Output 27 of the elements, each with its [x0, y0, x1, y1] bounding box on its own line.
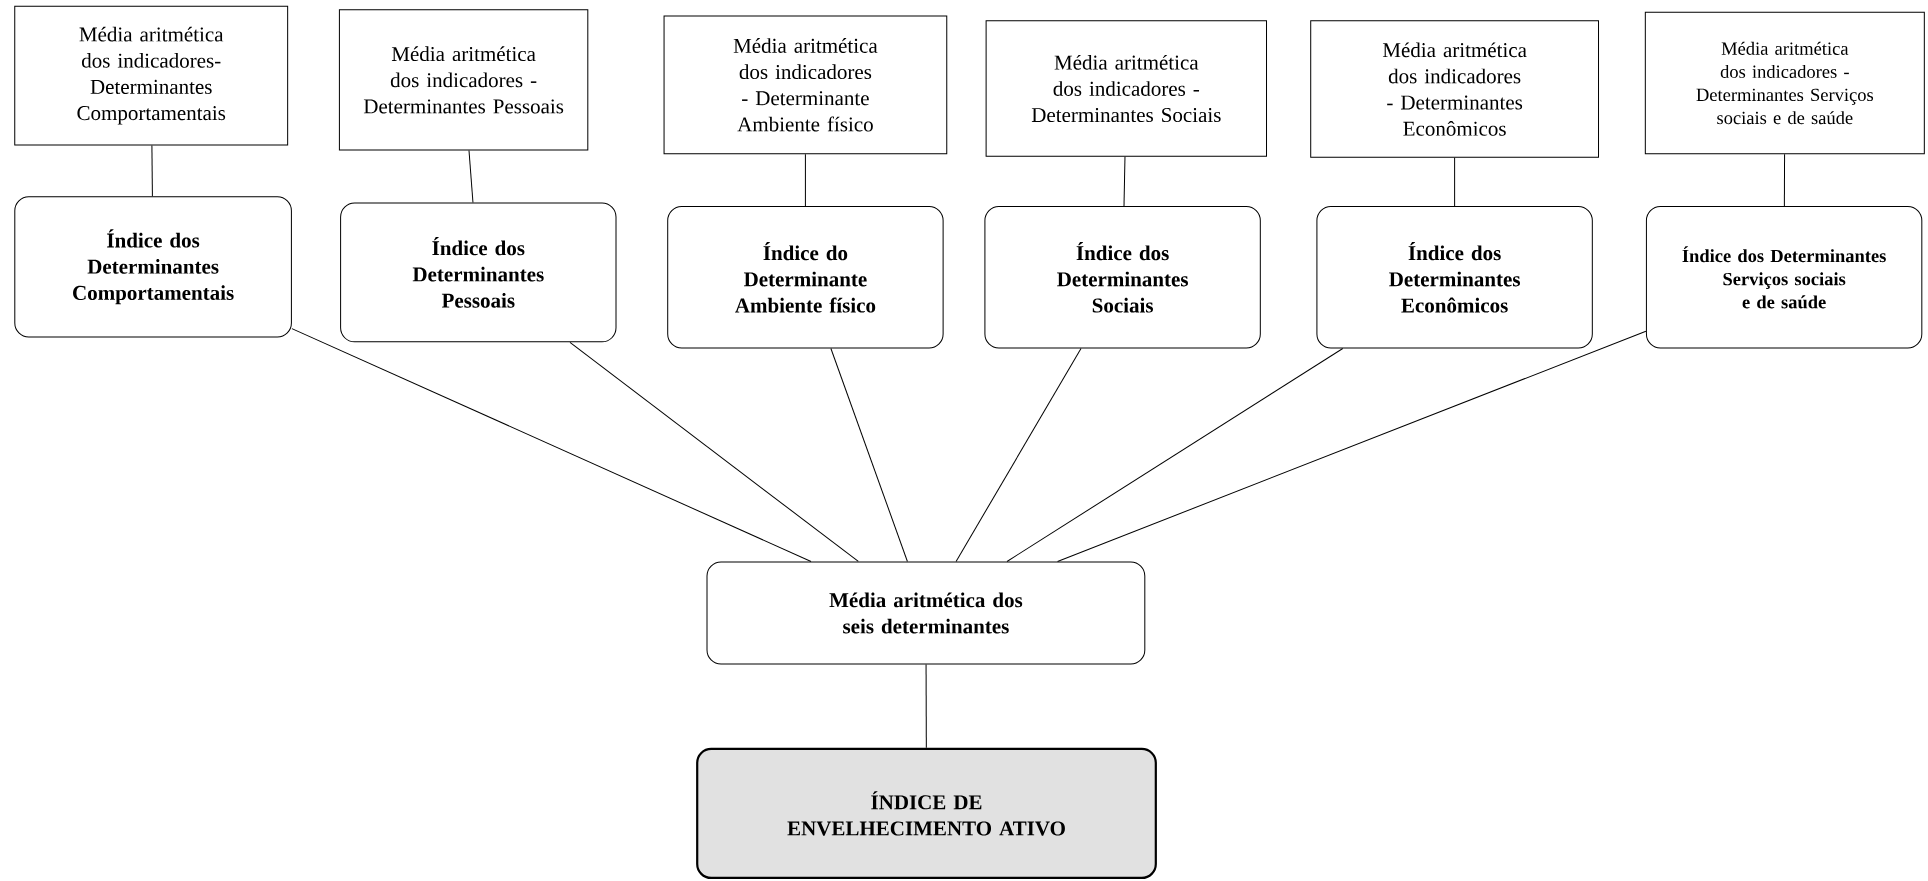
- index-box: Índice dos Determinantes Pessoais: [340, 202, 617, 343]
- connector-line: [925, 664, 927, 749]
- index-box: Índice dos Determinantes Econômicos: [1316, 206, 1593, 349]
- connector-line: [955, 348, 1082, 562]
- connector-line: [804, 153, 806, 207]
- index-box: Média aritmética dos seis determinantes: [706, 561, 1146, 665]
- indicator-box: Média aritmética dos indicadores - Determinantes Sociais: [985, 20, 1267, 157]
- indicator-box: Média aritmética dos indicadores - Determinantes Econômicos: [1310, 20, 1599, 158]
- connector-line: [151, 145, 153, 197]
- connector-line: [291, 328, 812, 562]
- connector-line: [468, 150, 474, 203]
- indicator-box: Média aritmética dos indicadores - Determinante Ambiente físico: [663, 15, 948, 155]
- index-box: Índice dos Determinantes Serviços sociais e de saúde: [1645, 206, 1923, 349]
- indicator-box: Média aritmética dos indicadores- Determinantes Comportamentais: [14, 5, 289, 146]
- connector-line: [1006, 348, 1344, 562]
- connector-line: [1783, 153, 1786, 207]
- connector-line: [1454, 157, 1456, 207]
- connector-line: [569, 341, 859, 562]
- index-box: Índice dos Determinantes Comportamentais: [14, 196, 292, 338]
- result-box: ÍNDICE DE ENVELHECIMENTO ATIVO: [696, 747, 1157, 880]
- connector-line: [1057, 330, 1647, 562]
- index-box: Índice dos Determinantes Sociais: [984, 206, 1261, 349]
- connector-line: [1123, 156, 1126, 207]
- indicator-box: Média aritmética dos indicadores - Determinantes Serviços sociais e de saúde: [1644, 11, 1925, 155]
- indicator-box: Média aritmética dos indicadores - Determinantes Pessoais: [338, 9, 589, 151]
- index-box: Índice do Determinante Ambiente físico: [667, 206, 944, 349]
- connector-line: [830, 348, 908, 562]
